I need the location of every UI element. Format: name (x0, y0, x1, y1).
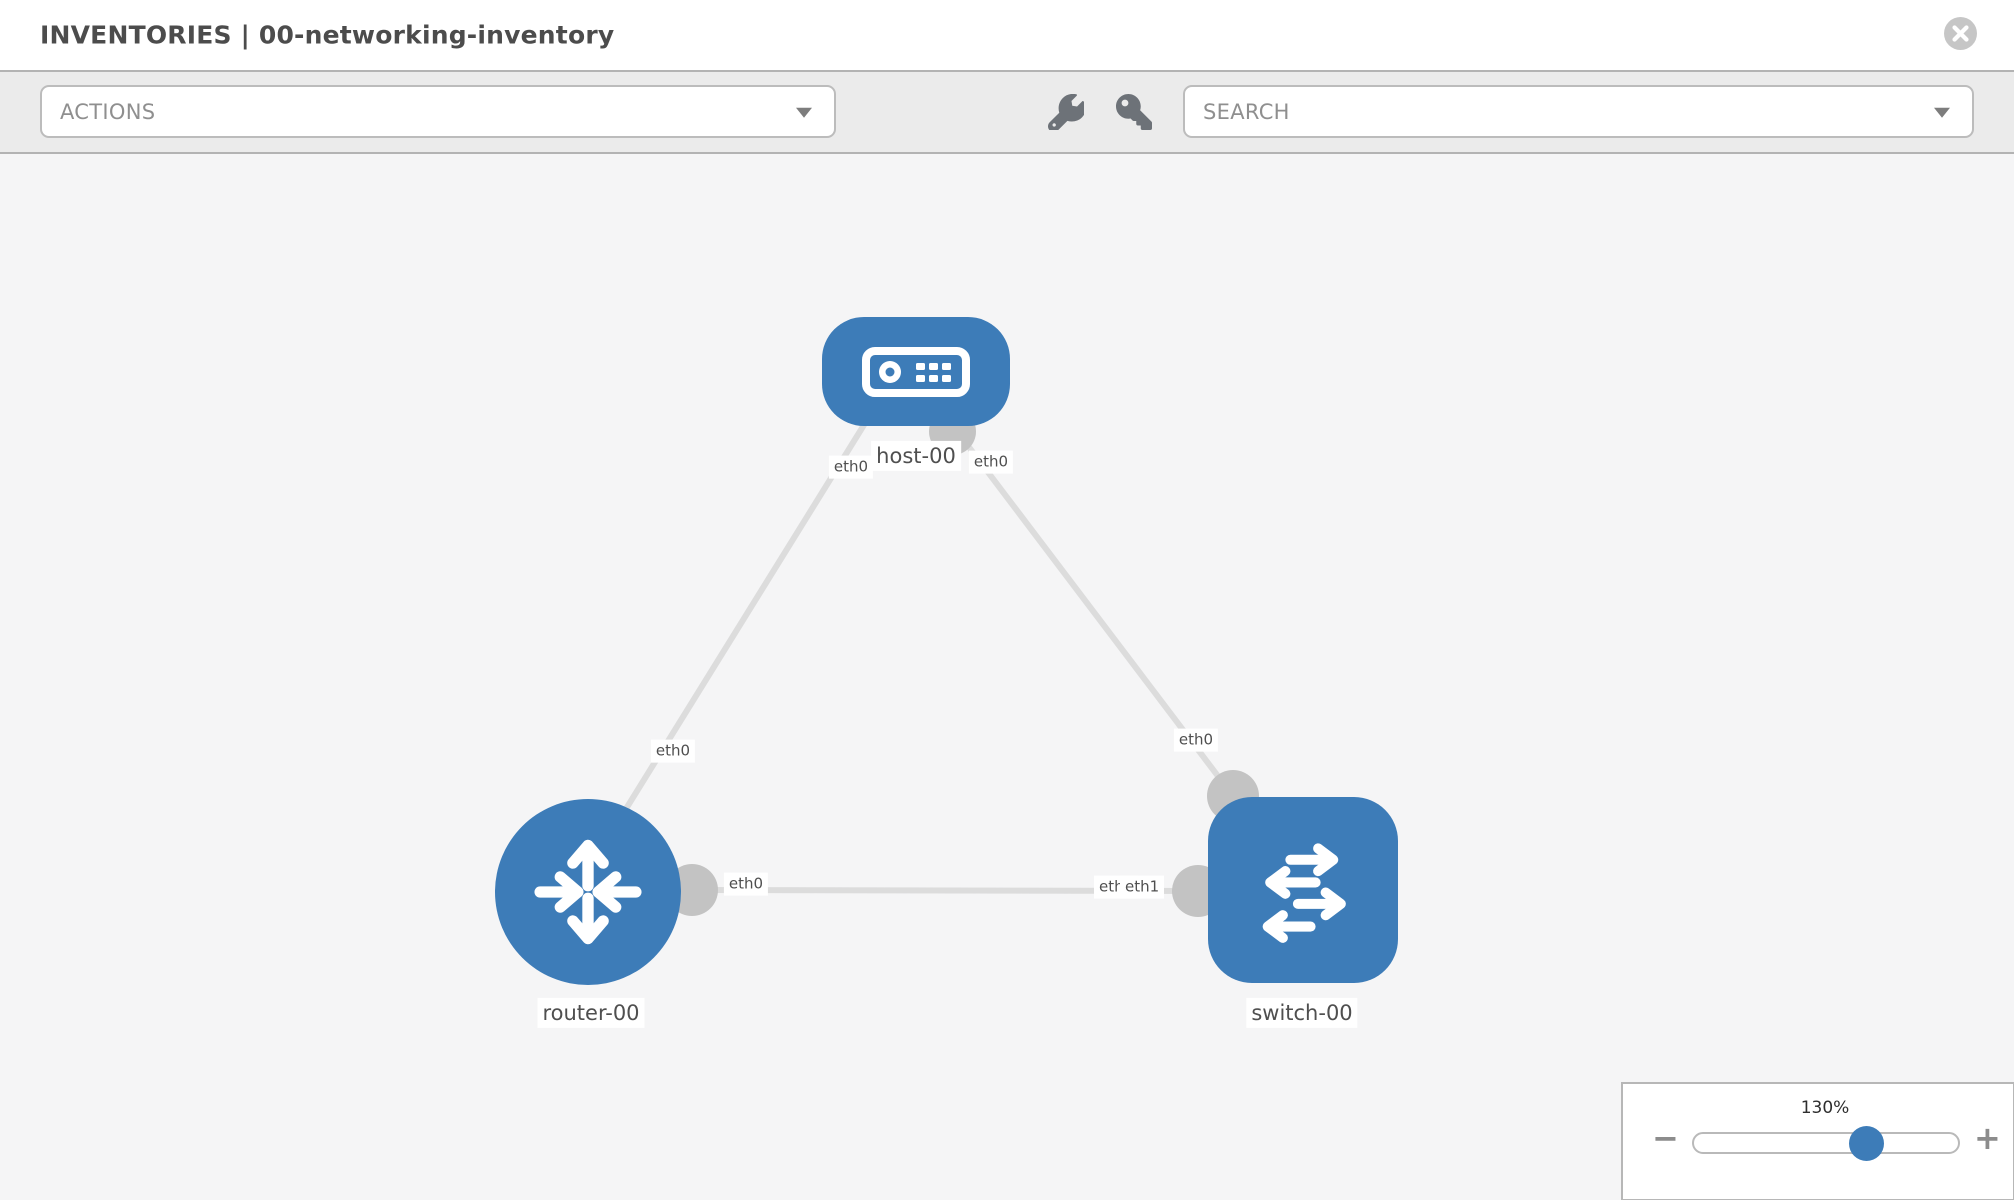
node-label-router: router-00 (537, 997, 645, 1029)
search-dropdown[interactable]: SEARCH (1183, 85, 1974, 138)
search-dropdown-label: SEARCH (1203, 99, 1290, 124)
interface-label-host-right: eth0 (968, 450, 1014, 474)
host-icon (862, 346, 970, 397)
zoom-in-button[interactable]: + (1974, 1119, 2001, 1157)
router-icon (534, 839, 642, 945)
node-router-00[interactable] (495, 799, 681, 985)
zoom-panel: 130% − + (1621, 1082, 2014, 1200)
wrench-button[interactable] (1048, 93, 1087, 133)
actions-dropdown-label: ACTIONS (60, 99, 156, 124)
close-button[interactable] (1944, 17, 1977, 50)
chevron-down-icon (1934, 107, 1950, 118)
edge-host-router (595, 410, 875, 856)
chevron-down-icon (796, 107, 812, 118)
toolbar: ACTIONS SEARCH (0, 72, 2014, 154)
page-title: INVENTORIES | 00-networking-inventory (40, 20, 615, 50)
zoom-slider-thumb[interactable] (1849, 1126, 1884, 1161)
node-label-switch: switch-00 (1246, 997, 1358, 1029)
zoom-slider-track[interactable] (1692, 1132, 1960, 1154)
zoom-out-button[interactable]: − (1652, 1119, 1679, 1157)
node-label-host: host-00 (871, 440, 961, 472)
switch-icon (1262, 843, 1346, 943)
header: INVENTORIES | 00-networking-inventory (0, 0, 2014, 72)
close-icon (1952, 25, 1969, 42)
interface-label-host-left: eth0 (828, 455, 874, 479)
key-icon (1116, 94, 1152, 130)
interface-label-switch-left: eth1 (1120, 875, 1165, 899)
interface-label-router-top: eth0 (650, 739, 696, 763)
actions-dropdown[interactable]: ACTIONS (40, 85, 836, 138)
node-host-00[interactable] (822, 317, 1010, 426)
interface-label-router-right: eth0 (723, 872, 769, 896)
topology-canvas[interactable]: host-00 router-00 switch-00 eth0 eth0 et… (0, 154, 2014, 1200)
node-switch-00[interactable] (1208, 797, 1398, 983)
interface-label-switch-top: eth0 (1173, 728, 1219, 752)
topology-edges (595, 410, 1236, 894)
wrench-icon (1048, 93, 1087, 133)
key-button[interactable] (1116, 94, 1152, 130)
zoom-level: 130% (1800, 1098, 1850, 1118)
